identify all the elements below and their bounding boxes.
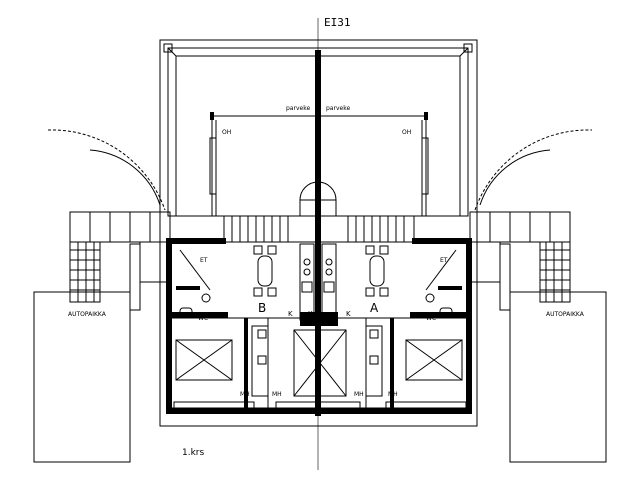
entry-stairs-right: [469, 129, 593, 311]
beds: [175, 329, 463, 397]
lot-outline: [159, 39, 478, 427]
balcony-label-left: parveke: [286, 105, 310, 112]
wc-label-right: WC: [426, 315, 436, 322]
livingroom-label-left: OH: [222, 129, 231, 136]
bedroom-label-1: MH: [240, 391, 250, 398]
bedroom-label-3: MH: [354, 391, 364, 398]
carport-left: [33, 291, 131, 463]
floor-label: 1.krs: [182, 448, 204, 458]
dining-table-left: [257, 255, 273, 287]
apartment-label-a: A: [370, 301, 379, 315]
livingroom-label-right: OH: [402, 129, 411, 136]
kitchen-label-center-right: K: [346, 310, 351, 318]
kitchen-label-center-left: K: [308, 310, 313, 318]
plan-title: EI31: [324, 16, 351, 29]
kitchen-label-left: K: [288, 310, 293, 318]
carport-label-left: AUTOPAIKKA: [68, 311, 107, 318]
wc-label-left: WC: [198, 315, 208, 322]
bearing-walls: [166, 50, 472, 416]
entry-label-right: ET: [440, 257, 448, 264]
apartment-label-b: B: [258, 301, 266, 315]
entry-label-left: ET: [200, 257, 208, 264]
carport-label-right: AUTOPAIKKA: [546, 311, 585, 318]
dining-table-right: [369, 255, 385, 287]
bedroom-label-4: MH: [388, 391, 398, 398]
balcony-label-right: parveke: [326, 105, 350, 112]
bedroom-label-2: MH: [272, 391, 282, 398]
kitchen-counters: [299, 243, 337, 321]
entry-stairs-left: [47, 129, 171, 311]
carport-right: [509, 291, 607, 463]
